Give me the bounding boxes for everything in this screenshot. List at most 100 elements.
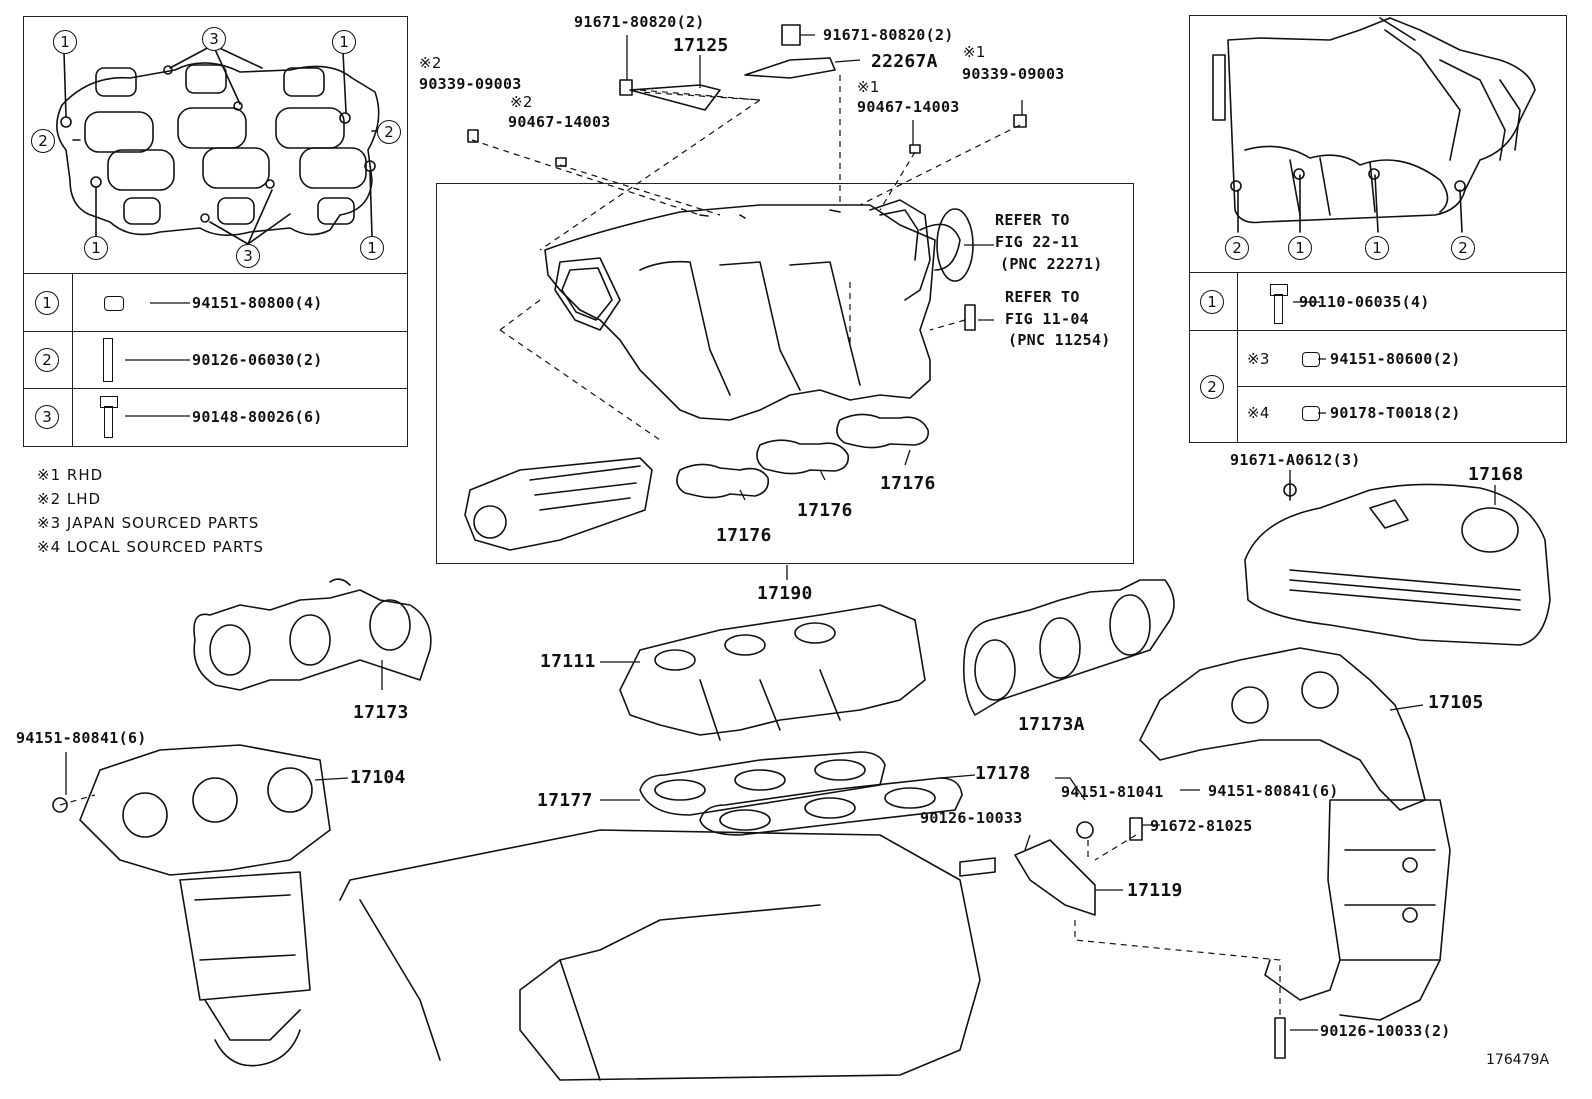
intake-plenum-drawing <box>464 199 974 551</box>
note-rhd: ※1 RHD <box>37 466 104 484</box>
inset-manifold-drawing <box>1212 17 1536 233</box>
refer-11-04-line2: FIG 11-04 <box>1005 310 1089 328</box>
callout-3-top: 3 <box>202 27 226 51</box>
label-17168: 17168 <box>1468 464 1524 485</box>
mark-lhd-b: ※2 <box>510 93 533 111</box>
right-inset-divider-h2 <box>1189 330 1567 331</box>
label-17176-a: 17176 <box>880 473 936 494</box>
label-17125: 17125 <box>673 35 729 56</box>
engine-block-outline <box>339 829 981 1081</box>
label-94151-80841-left: 94151-80841(6) <box>16 729 147 747</box>
left-row-1-key: 1 <box>35 291 59 315</box>
right-callout-2-left: 2 <box>1225 236 1249 260</box>
right-row-1-part: 90110-06035(4) <box>1299 293 1430 311</box>
right-inset-divider-v <box>1237 272 1238 443</box>
right-row-1-key: 1 <box>1200 290 1224 314</box>
right-row-2-key: 2 <box>1200 375 1224 399</box>
right-row-2-part: 94151-80600(2) <box>1330 350 1461 368</box>
intake-gaskets-drawing <box>639 751 963 836</box>
mark-rhd-a: ※1 <box>963 43 986 61</box>
exhaust-manifold-rh-drawing <box>1139 647 1451 1021</box>
refer-22-11-line2: FIG 22-11 <box>995 233 1079 251</box>
callout-1-bottom-right: 1 <box>360 236 384 260</box>
bolt-shank-icon <box>104 406 113 438</box>
note-japan-sourced: ※3 JAPAN SOURCED PARTS <box>37 514 260 532</box>
note-local-sourced: ※4 LOCAL SOURCED PARTS <box>37 538 265 556</box>
refer-11-04-line1: REFER TO <box>1005 288 1080 306</box>
exhaust-gasket-lh-drawing <box>193 578 432 691</box>
label-17190: 17190 <box>757 583 813 604</box>
left-row-2-key: 2 <box>35 348 59 372</box>
right-inset-divider-h3 <box>1237 386 1567 387</box>
refer-22-11-line1: REFER TO <box>995 211 1070 229</box>
left-inset-divider-h3 <box>23 388 408 389</box>
label-90467-14003-lhd: 90467-14003 <box>508 113 611 131</box>
label-94151-80841-right: 94151-80841(6) <box>1208 782 1339 800</box>
label-90467-14003-rhd: 90467-14003 <box>857 98 960 116</box>
left-row-2-part: 90126-06030(2) <box>192 351 323 369</box>
stud-icon <box>103 338 113 382</box>
label-17177: 17177 <box>537 790 593 811</box>
bolt-icon <box>100 396 118 408</box>
right-row-3-mark: ※4 <box>1247 404 1270 422</box>
left-inset-divider-h2 <box>23 331 408 332</box>
intake-plenum-box <box>436 183 1134 564</box>
label-91672-81025: 91672-81025 <box>1150 817 1253 835</box>
left-inset-divider-h1 <box>23 273 408 274</box>
label-17173A: 17173A <box>1018 714 1085 735</box>
label-17111: 17111 <box>540 651 596 672</box>
label-17173: 17173 <box>353 702 409 723</box>
note-lhd: ※2 LHD <box>37 490 102 508</box>
refer-11-04-line3: (PNC 11254) <box>1008 331 1111 349</box>
callout-2-left: 2 <box>31 129 55 153</box>
label-91671-80820-left: 91671-80820(2) <box>574 13 705 31</box>
callout-3-bottom: 3 <box>236 244 260 268</box>
label-91671-A0612: 91671-A0612(3) <box>1230 451 1361 469</box>
label-90339-09003-lhd: 90339-09003 <box>419 75 522 93</box>
label-17105: 17105 <box>1428 692 1484 713</box>
callout-1-top-left: 1 <box>53 30 77 54</box>
callout-1-bottom-left: 1 <box>84 236 108 260</box>
bracket-17119-drawing <box>959 817 1143 916</box>
mark-lhd-a: ※2 <box>419 54 442 72</box>
intake-manifold-drawing <box>619 604 926 741</box>
label-91671-80820-right: 91671-80820(2) <box>823 26 954 44</box>
label-94151-81041: 94151-81041 <box>1061 783 1164 801</box>
drawing-id: 176479A <box>1486 1052 1550 1068</box>
callout-2-right: 2 <box>377 120 401 144</box>
right-inset-frame <box>1189 15 1567 443</box>
left-inset-frame <box>23 16 408 447</box>
label-90126-10033: 90126-10033 <box>920 809 1023 827</box>
left-row-3-part: 90148-80026(6) <box>192 408 323 426</box>
right-callout-2-right: 2 <box>1451 236 1475 260</box>
nut-icon-local <box>1302 406 1320 421</box>
heat-insulator-drawing <box>1244 479 1551 646</box>
right-callout-1-b: 1 <box>1365 236 1389 260</box>
label-17119: 17119 <box>1127 880 1183 901</box>
label-17176-b: 17176 <box>797 500 853 521</box>
label-17176-c: 17176 <box>716 525 772 546</box>
right-row-2-mark: ※3 <box>1247 350 1270 368</box>
bolt-icon-right <box>1270 284 1288 296</box>
mark-rhd-b: ※1 <box>857 78 880 96</box>
right-callout-1-a: 1 <box>1288 236 1312 260</box>
nut-icon-japan <box>1302 352 1320 367</box>
bolt-shank-icon-right <box>1274 294 1283 324</box>
inset-intake-gasket-drawing <box>56 44 381 245</box>
left-row-1-part: 94151-80800(4) <box>192 294 323 312</box>
exhaust-manifold-lh-drawing <box>52 744 331 1067</box>
refer-22-11-line3: (PNC 22271) <box>1000 255 1103 273</box>
right-inset-divider-h1 <box>1189 272 1567 273</box>
label-90339-09003-rhd: 90339-09003 <box>962 65 1065 83</box>
label-17178: 17178 <box>975 763 1031 784</box>
left-row-3-key: 3 <box>35 405 59 429</box>
exhaust-gasket-rh-drawing <box>962 579 1175 716</box>
right-row-3-part: 90178-T0018(2) <box>1330 404 1461 422</box>
label-90126-10033-2: 90126-10033(2) <box>1320 1022 1451 1040</box>
left-inset-divider-v <box>72 273 73 447</box>
label-22267A: 22267A <box>871 51 938 72</box>
nut-icon <box>104 296 124 311</box>
callout-1-top-right: 1 <box>332 30 356 54</box>
label-17104: 17104 <box>350 767 406 788</box>
